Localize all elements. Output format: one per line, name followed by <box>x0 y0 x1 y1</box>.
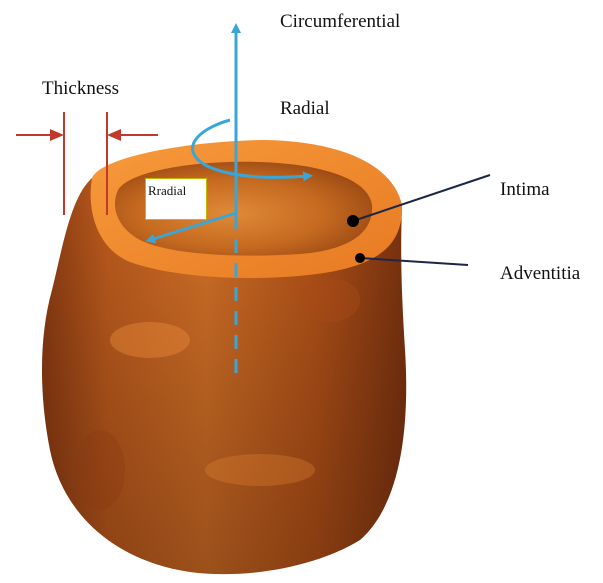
highlight <box>110 322 190 358</box>
adventitia-label: Adventitia <box>500 264 580 283</box>
shadow-patch <box>300 278 360 322</box>
shadow-patch <box>75 430 125 510</box>
intima-label: Intima <box>500 180 550 199</box>
highlight <box>205 454 315 486</box>
radial-label: Radial <box>280 99 330 118</box>
circumferential-label: Circumferential <box>280 12 400 31</box>
thickness-arrowhead-right <box>107 129 121 141</box>
thickness-label: Thickness <box>42 79 119 98</box>
rradial-label: Rradial <box>145 178 207 220</box>
adventitia-marker <box>355 253 365 263</box>
thickness-arrowhead-left <box>50 129 64 141</box>
intima-marker <box>347 215 359 227</box>
